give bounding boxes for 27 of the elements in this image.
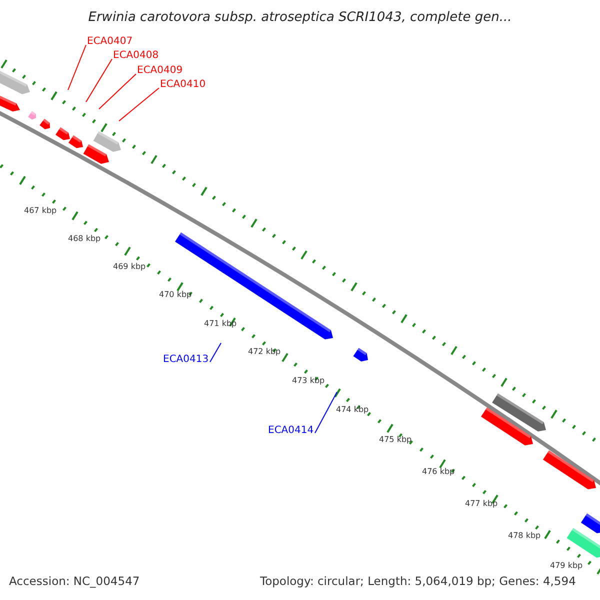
gene-label: ECA0409 [137, 65, 183, 76]
tick-label: 470 kbp [159, 290, 192, 299]
leader-line [68, 44, 86, 90]
tick-label: 468 kbp [68, 234, 101, 243]
tick-label: 473 kbp [292, 376, 325, 385]
gene-label: ECA0414 [268, 425, 314, 436]
leader-line [86, 58, 112, 102]
tick-label: 469 kbp [113, 262, 146, 271]
leader-line [118, 88, 160, 122]
map-title: Erwinia carotovora subsp. atroseptica SCRI1043, complete gen... [87, 10, 513, 25]
tick-label: 478 kbp [508, 531, 541, 540]
tick-label: 474 kbp [336, 405, 369, 414]
tick-label: 476 kbp [422, 467, 455, 476]
leader-line [210, 342, 222, 362]
gene-label: ECA0413 [163, 354, 209, 365]
leader-line [98, 74, 136, 110]
tick-label: 467 kbp [24, 206, 57, 215]
tick-label: 475 kbp [379, 435, 412, 444]
tick-label: 477 kbp [465, 499, 498, 508]
gene-label: ECA0410 [160, 79, 206, 90]
footer-text: Topology: circular; Length: 5,064,019 bp; Genes: 4,594 [260, 574, 576, 588]
gene-label: ECA0407 [87, 36, 133, 47]
gene-label: ECA0408 [113, 50, 159, 61]
tick-label: 479 kbp [550, 561, 583, 570]
leader-line [314, 392, 338, 434]
footer-text: Accession: NC_004547 [9, 574, 140, 588]
tick-label: 472 kbp [248, 347, 281, 356]
